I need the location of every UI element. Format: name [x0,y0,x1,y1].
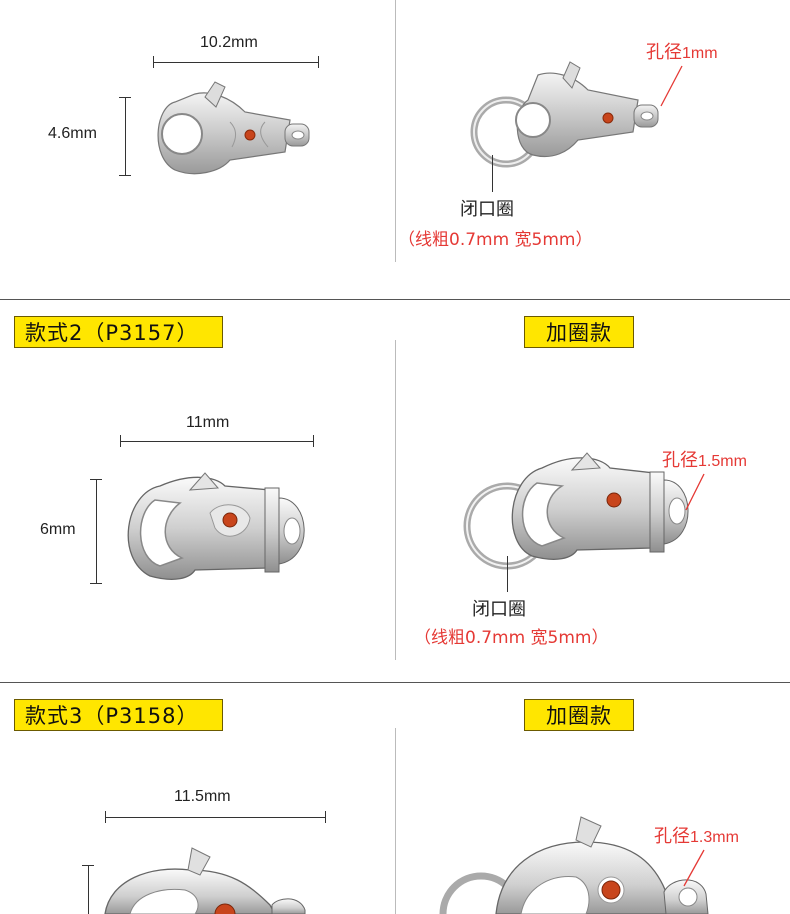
column-divider [395,0,396,262]
ring-leader-line [492,155,493,192]
hole-leader-line [660,65,683,107]
width-dimension-line [153,62,319,63]
hole-label: 孔径 [662,450,698,470]
lobster-clasp-image [104,847,306,914]
lobster-clasp-with-ring-image [470,61,659,168]
hole-leader-line [685,473,705,511]
width-dimension-line [105,817,326,818]
hole-size: 1.5mm [698,453,747,470]
column-divider [395,728,396,914]
dimension-tick [90,583,102,584]
width-dimension-label: 11.5mm [174,788,231,805]
section-divider [0,299,790,300]
ring-variant-tag: 加圈款 [524,316,634,348]
hole-size: 1.3mm [690,829,739,846]
lobster-clasp-with-ring-image [439,816,709,914]
dimension-tick [119,97,131,98]
ring-spec-label: （线粗0.7mm 宽5mm） [414,628,609,648]
ring-variant-tag: 加圈款 [524,699,634,731]
column-divider [395,340,396,660]
hole-size-label: 孔径1mm [646,38,718,64]
height-dimension-line [96,479,97,583]
style-tag: 款式2（P3157） [14,316,223,348]
width-dimension-label: 10.2mm [200,34,258,51]
closed-ring-label: 闭口圈 [472,599,526,620]
dimension-tick [90,479,102,480]
height-dimension-label: 4.6mm [48,125,97,142]
width-dimension-line [120,441,314,442]
hole-label: 孔径 [654,826,690,846]
hole-size: 1mm [682,45,718,62]
hole-leader-line [683,849,705,887]
dimension-tick [325,811,326,823]
ring-spec-label: （线粗0.7mm 宽5mm） [398,230,593,250]
lobster-clasp-with-ring-image [463,452,689,570]
dimension-tick [153,56,154,68]
style-tag: 款式3（P3158） [14,699,223,731]
height-dimension-line [125,97,126,175]
lobster-clasp-image [127,472,305,580]
section-divider [0,682,790,683]
ring-leader-line [507,556,508,592]
height-dimension-label: 6mm [40,521,76,538]
height-dimension-line [88,865,89,914]
dimension-tick [313,435,314,447]
lobster-clasp-image [157,81,310,175]
hole-label: 孔径 [646,42,682,62]
hole-size-label: 孔径1.3mm [654,822,739,848]
dimension-tick [105,811,106,823]
dimension-tick [318,56,319,68]
hole-size-label: 孔径1.5mm [662,446,747,472]
dimension-tick [120,435,121,447]
width-dimension-label: 11mm [186,414,230,431]
closed-ring-label: 闭口圈 [460,199,514,220]
dimension-tick [119,175,131,176]
dimension-tick [82,865,94,866]
